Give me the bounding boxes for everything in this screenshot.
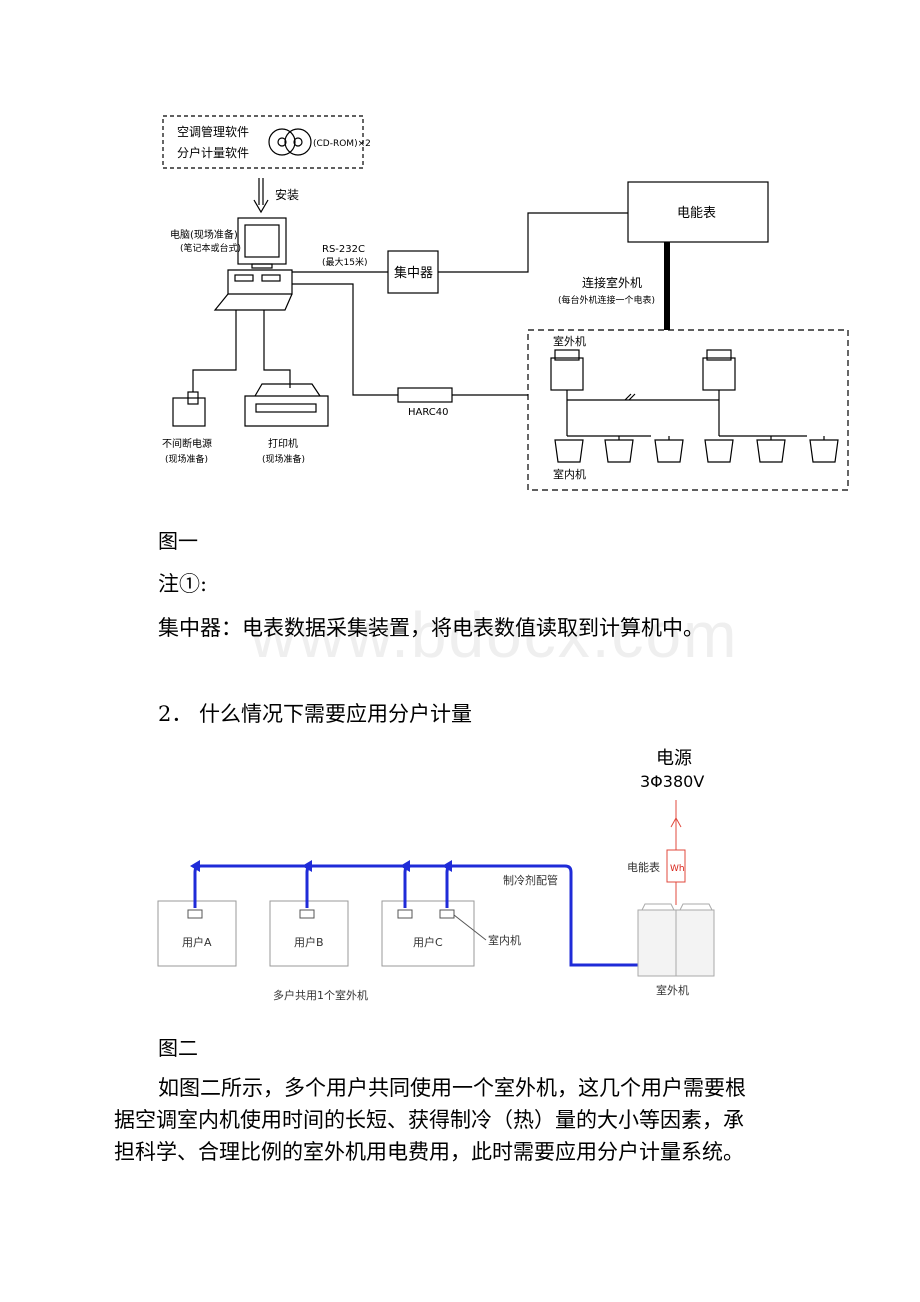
paragraph: 如图二所示，多个用户共同使用一个室外机，这几个用户需要根 据空调室内机使用时间的… [114, 1072, 820, 1168]
cd-label: (CD-ROM)×2 [313, 139, 371, 149]
pipe-label: 制冷剂配管 [503, 873, 558, 887]
install-arrow-icon [253, 178, 269, 214]
shared-label: 多户共用1个室外机 [273, 988, 368, 1002]
indoor-label: 室内机 [553, 467, 586, 481]
printer-sub: (现场准备) [262, 453, 305, 465]
diagram-2 [157, 800, 715, 977]
indoor-unit-a-icon [187, 909, 203, 919]
paragraph-line-1: 如图二所示，多个用户共同使用一个室外机，这几个用户需要根 [158, 1076, 746, 1100]
diagram-1 [162, 115, 849, 491]
printer-icon [244, 395, 329, 427]
indoor-label-2: 室内机 [488, 933, 521, 947]
harc40-box [397, 387, 453, 403]
user-c-label: 用户C [413, 935, 443, 949]
rs232-label: RS-232C [322, 244, 365, 255]
note-label: 注①: [158, 572, 208, 596]
computer-label: 电脑(现场准备) [170, 228, 238, 241]
diagram-2-text: 电源 3Φ380V 电能表 Wh 制冷剂配管 用户A 用户B 用户C 室内机 室… [182, 748, 704, 1002]
printer-label: 打印机 [268, 437, 298, 450]
meter-label-2: 电能表 [627, 860, 660, 874]
install-label: 安装 [275, 187, 299, 202]
indoor-unit-c1-icon [397, 909, 413, 919]
cd-icon-2 [284, 128, 312, 156]
indoor-unit-b-icon [299, 909, 315, 919]
note-text: 集中器：电表数据采集装置，将电表数值读取到计算机中。 [158, 616, 704, 640]
paragraph-line-2: 据空调室内机使用时间的长短、获得制冷（热）量的大小等因素，承 [114, 1108, 744, 1132]
room-user-a [157, 900, 237, 967]
indoor-units [554, 436, 839, 463]
ups-icon [172, 397, 206, 427]
indoor-unit-c2-icon [439, 909, 455, 919]
user-a-label: 用户A [182, 935, 212, 949]
software-line1: 空调管理软件 [177, 124, 249, 139]
diagram-1-text: 空调管理软件 分户计量软件 (CD-ROM)×2 安装 电脑(现场准备) (笔记… [162, 124, 716, 481]
connect-sub: (每台外机连接一个电表) [558, 294, 655, 306]
caption-figure-1: 图一 [158, 529, 198, 553]
meter-box [627, 181, 769, 243]
power-value: 3Φ380V [640, 772, 704, 791]
ups-sub: (现场准备) [165, 453, 208, 465]
outdoor-area [527, 329, 849, 491]
outdoor-label-2: 室外机 [656, 983, 689, 997]
power-label: 电源 [656, 748, 692, 769]
software-line2: 分户计量软件 [177, 145, 249, 160]
meter-label: 电能表 [677, 206, 716, 221]
meter-icon [666, 849, 686, 883]
keyboard-icon [213, 293, 293, 311]
outdoor-unit-icon-2 [702, 357, 736, 391]
room-user-b [269, 900, 349, 967]
meter-symbol: Wh [670, 864, 685, 874]
user-b-label: 用户B [294, 935, 324, 949]
cd-icon [268, 128, 296, 156]
software-box [162, 115, 364, 169]
concentrator-label: 集中器 [394, 265, 433, 281]
room-user-c [381, 900, 475, 967]
section-heading: 2． 什么情况下需要应用分户计量 [158, 702, 473, 726]
connect-label: 连接室外机 [582, 275, 642, 290]
rs232-sub: (最大15米) [322, 256, 367, 268]
outdoor-label: 室外机 [553, 334, 586, 348]
paragraph-line-3: 担科学、合理比例的室外机用电费用，此时需要应用分户计量系统。 [114, 1140, 744, 1164]
harc-label: HARC40 [408, 407, 449, 418]
caption-figure-2: 图二 [158, 1036, 198, 1060]
outdoor-unit-icon [550, 357, 584, 391]
refrigerant-pipe [193, 864, 640, 967]
computer-base [227, 269, 293, 295]
watermark: www.bdocx.com [250, 599, 739, 671]
ups-label: 不间断电源 [162, 437, 212, 450]
computer-sub: (笔记本或台式) [180, 242, 241, 254]
